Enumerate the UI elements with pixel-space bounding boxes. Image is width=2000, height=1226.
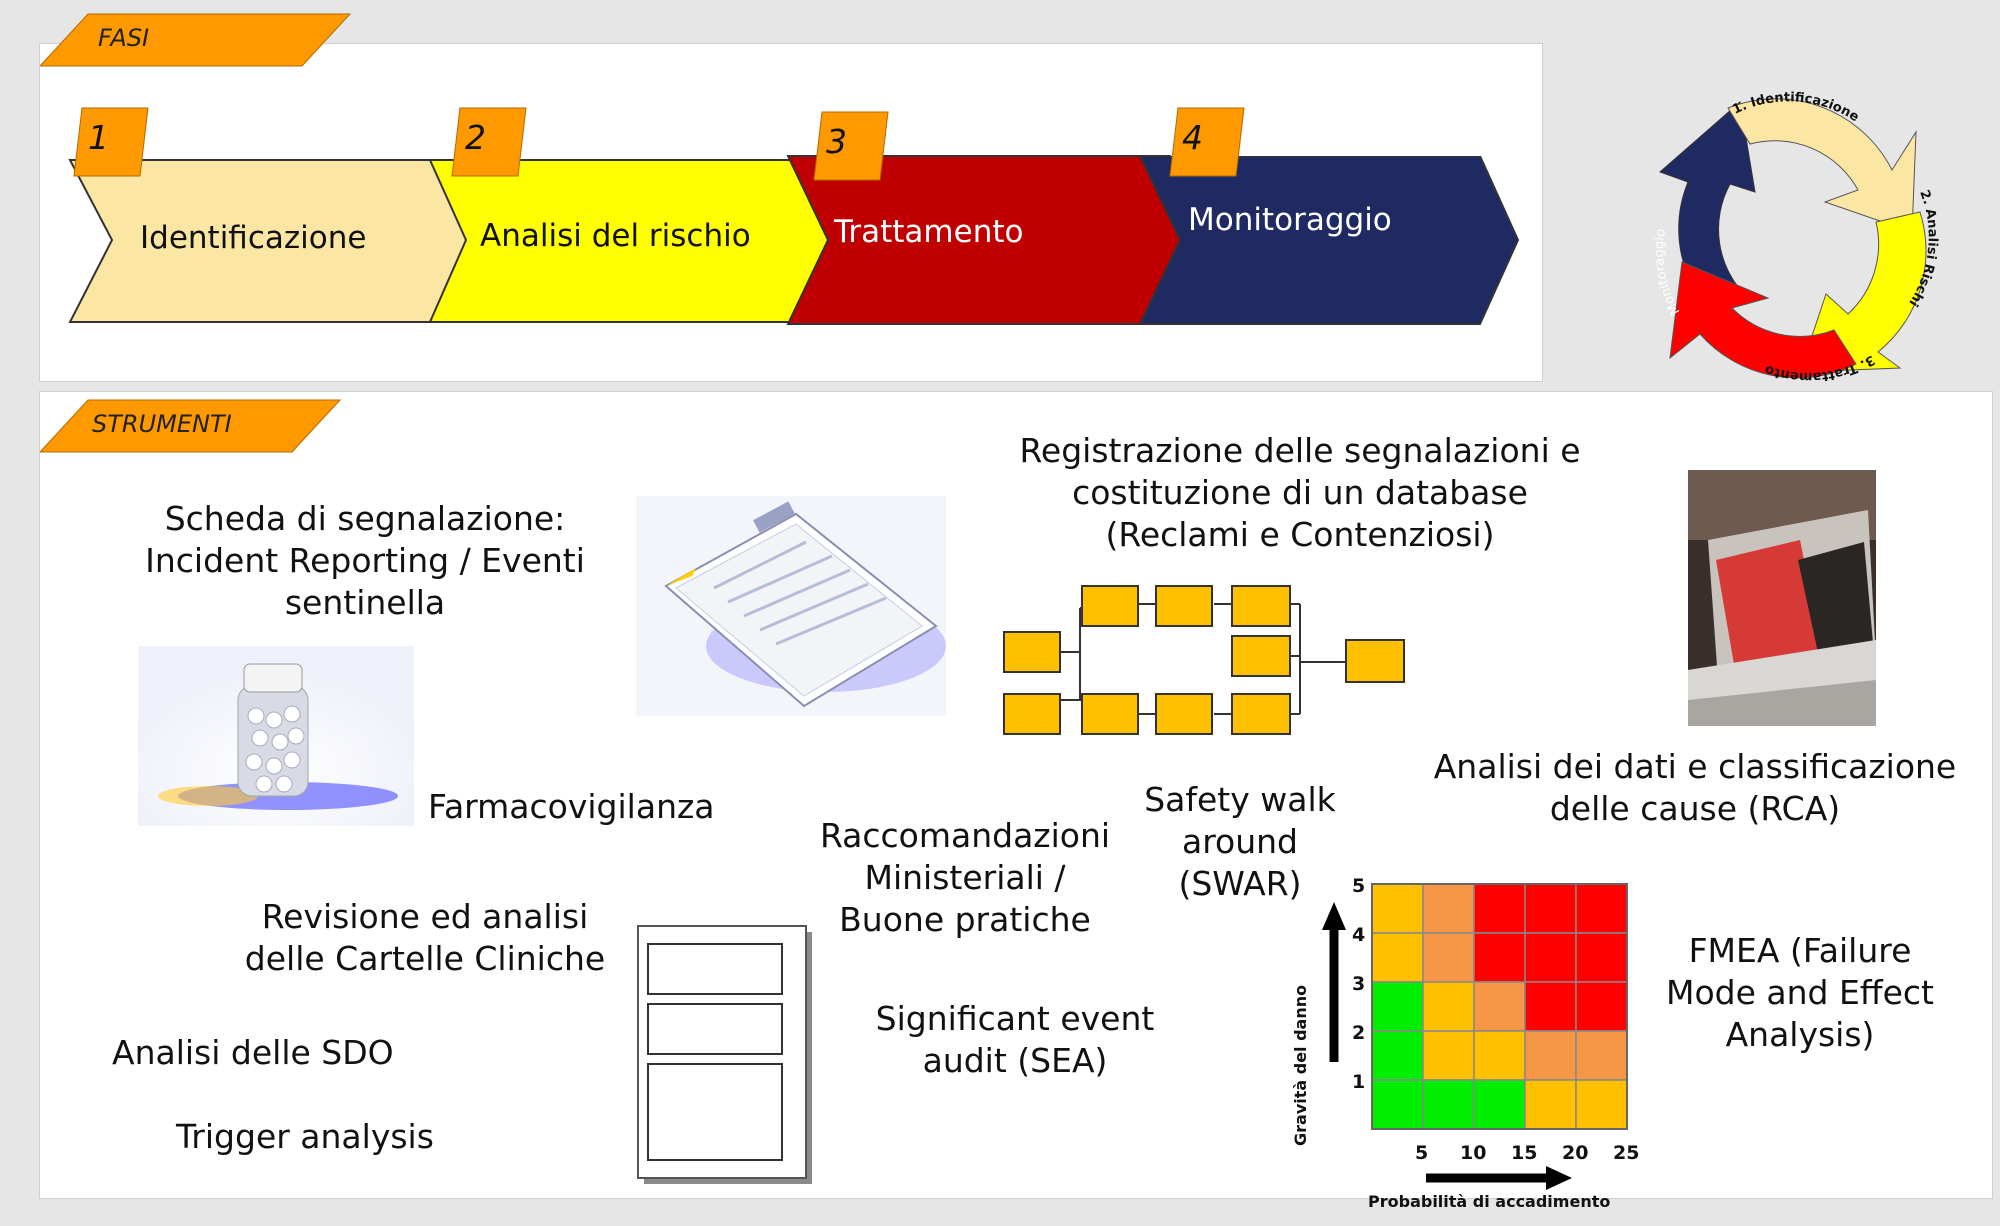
matrix-cell [1371, 1079, 1424, 1130]
org-box [1231, 693, 1291, 735]
tool-fmea: FMEA (Failure Mode and Effect Analysis) [1666, 931, 1934, 1054]
tool-cartelle: Revisione ed analisi delle Cartelle Clin… [244, 897, 606, 978]
phase-4-label: Monitoraggio [1188, 202, 1392, 238]
matrix-y-arrowhead [1322, 902, 1346, 930]
org-chart-diagram [1003, 585, 1405, 735]
matrix-cell [1524, 981, 1577, 1032]
matrix-x-tick: 15 [1511, 1142, 1537, 1164]
matrix-y-tick: 3 [1352, 973, 1365, 995]
matrix-y-tick: 5 [1352, 875, 1365, 897]
matrix-cell [1422, 1030, 1475, 1081]
org-box [1081, 585, 1139, 627]
matrix-cell [1524, 932, 1577, 983]
org-box [1345, 639, 1405, 683]
matrix-cell [1371, 1030, 1424, 1081]
cycle-arrow-trattamento [1669, 261, 1857, 379]
matrix-cell [1524, 1079, 1577, 1130]
cycle-arrow-identificazione [1727, 98, 1917, 233]
cycle-label-monitoraggio: Monitoraggio [1652, 228, 1683, 317]
matrix-y-tick: 2 [1352, 1022, 1365, 1044]
tools-tab-shape [40, 399, 342, 453]
matrix-cell [1524, 1030, 1577, 1081]
matrix-cell [1422, 883, 1475, 934]
matrix-x-tick: 10 [1460, 1142, 1486, 1164]
tool-rca: Analisi dei dati e classificazione delle… [1433, 747, 1957, 828]
matrix-cell [1371, 932, 1424, 983]
matrix-cell [1575, 1079, 1628, 1130]
org-box [1081, 693, 1139, 735]
matrix-cell [1473, 1079, 1526, 1130]
matrix-y-tick: 4 [1352, 924, 1365, 946]
matrix-y-tick: 1 [1352, 1071, 1365, 1093]
phase-arrows [68, 155, 1212, 325]
phase-3-number: 3 [826, 122, 847, 161]
matrix-y-label: Gravità del danno [1291, 985, 1310, 1146]
phase-badges [73, 107, 1245, 181]
tool-sea: Significant event audit (SEA) [875, 999, 1155, 1080]
matrix-cell [1422, 981, 1475, 1032]
org-box [1155, 585, 1213, 627]
matrix-cell [1473, 932, 1526, 983]
matrix-cell [1524, 883, 1577, 934]
matrix-cell [1422, 932, 1475, 983]
matrix-x-arrowhead [1546, 1166, 1572, 1190]
matrix-border [1371, 883, 1628, 1130]
tool-registrazione: Registrazione delle segnalazioni e costi… [1019, 431, 1581, 554]
matrix-x-tick: 20 [1562, 1142, 1588, 1164]
matrix-cell [1422, 1079, 1475, 1130]
matrix-cell [1371, 883, 1424, 934]
tool-raccomandazioni: Raccomandazioni Ministeriali / Buone pra… [819, 816, 1111, 939]
org-box [1231, 635, 1291, 677]
phase-arrow-4-svg [1138, 156, 1520, 325]
phase-2-number: 2 [465, 118, 486, 157]
org-box [1003, 631, 1061, 673]
matrix-cell [1473, 981, 1526, 1032]
tool-sdo: Analisi delle SDO [112, 1033, 394, 1072]
phase-1-label: Identificazione [140, 220, 367, 256]
matrix-cell [1473, 883, 1526, 934]
org-box [1231, 585, 1291, 627]
matrix-cell [1371, 981, 1424, 1032]
matrix-cell [1575, 932, 1628, 983]
phases-tab-label: FASI [98, 24, 150, 52]
matrix-cell [1575, 883, 1628, 934]
org-box [1003, 693, 1061, 735]
svg-text:Monitoraggio: Monitoraggio [1652, 228, 1683, 317]
org-box [1155, 693, 1213, 735]
matrix-x-tick: 5 [1415, 1142, 1428, 1164]
clipboard-form-image [636, 496, 946, 716]
matrix-x-label: Probabilità di accadimento [1368, 1192, 1610, 1211]
matrix-cell [1473, 1030, 1526, 1081]
phase-3-label: Trattamento [834, 214, 1024, 250]
cycle-diagram: 1. Identificazione 2. Analisi Rischi 3. … [1652, 90, 1940, 384]
pill-bottle-image [138, 646, 414, 826]
document-outline-image [637, 925, 812, 1184]
tool-incident-reporting: Scheda di segnalazione: Incident Reporti… [145, 499, 585, 622]
tool-safety-walk: Safety walk around (SWAR) [1144, 780, 1336, 903]
tool-farmacovigilanza: Farmacovigilanza [428, 787, 715, 826]
matrix-x-tick: 25 [1613, 1142, 1639, 1164]
matrix-cell [1575, 1030, 1628, 1081]
phases-tab-shape [40, 13, 352, 67]
phase-2-label: Analisi del rischio [480, 218, 751, 254]
phase-4-number: 4 [1182, 118, 1203, 157]
matrix-cell [1575, 981, 1628, 1032]
file-drawer-image [1688, 470, 1876, 726]
tool-trigger: Trigger analysis [176, 1117, 434, 1156]
tools-tab-label: STRUMENTI [92, 410, 232, 438]
phase-1-number: 1 [88, 118, 109, 157]
